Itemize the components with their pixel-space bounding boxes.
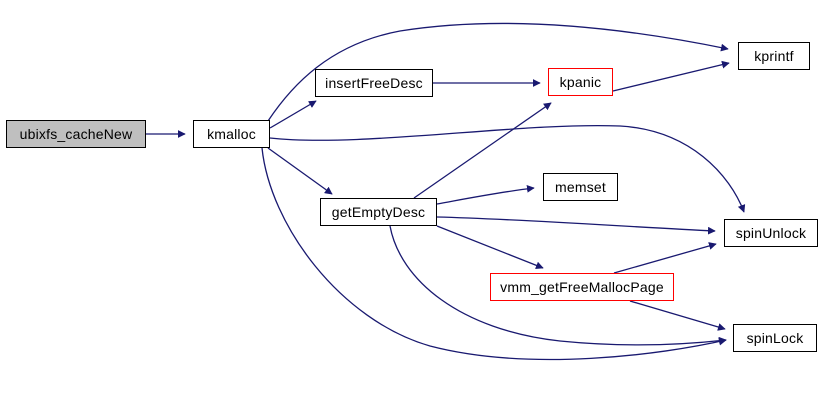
node-vmm-getfreemallocpage[interactable]: vmm_getFreeMallocPage — [490, 273, 674, 301]
node-spinunlock[interactable]: spinUnlock — [724, 219, 818, 247]
edge-kmalloc-kprintf — [267, 22, 729, 122]
node-getemptydesc[interactable]: getEmptyDesc — [320, 198, 437, 226]
edge-kpanic-kprintf — [612, 60, 730, 92]
edge-getEmptyDesc-kpanic — [413, 102, 552, 199]
node-label: ubixfs_cacheNew — [19, 126, 133, 142]
node-label: kprintf — [754, 48, 794, 64]
node-ubixfs-cachenew[interactable]: ubixfs_cacheNew — [6, 120, 146, 148]
edge-vmm_getFreeMallocPage-spinUnlock — [613, 242, 717, 274]
node-kmalloc[interactable]: kmalloc — [193, 120, 270, 148]
edge-getEmptyDesc-spinLock — [389, 225, 727, 346]
node-kpanic[interactable]: kpanic — [548, 68, 613, 96]
edge-getEmptyDesc-spinUnlock — [436, 216, 716, 235]
node-spinlock[interactable]: spinLock — [733, 324, 817, 352]
node-memset[interactable]: memset — [543, 173, 618, 201]
edge-kmalloc-getEmptyDesc — [267, 147, 333, 195]
edge-kmalloc-insertFreeDesc — [269, 100, 317, 129]
node-kprintf[interactable]: kprintf — [738, 42, 810, 70]
node-label: getEmptyDesc — [331, 204, 426, 220]
node-label: spinUnlock — [735, 225, 807, 241]
node-label: kmalloc — [207, 126, 256, 142]
edge-getEmptyDesc-memset — [436, 184, 535, 205]
node-label: kpanic — [559, 74, 602, 90]
edge-vmm_getFreeMallocPage-spinLock — [629, 300, 726, 331]
edge-kmalloc-spinLock — [261, 147, 727, 361]
node-insertfreedesc[interactable]: insertFreeDesc — [315, 69, 433, 97]
edge-kmalloc-spinUnlock — [269, 124, 746, 213]
node-label: vmm_getFreeMallocPage — [500, 279, 664, 295]
node-label: spinLock — [746, 330, 804, 346]
node-label: memset — [555, 179, 606, 195]
node-label: insertFreeDesc — [325, 75, 423, 91]
edge-getEmptyDesc-vmm_getFreeMallocPage — [436, 225, 544, 270]
